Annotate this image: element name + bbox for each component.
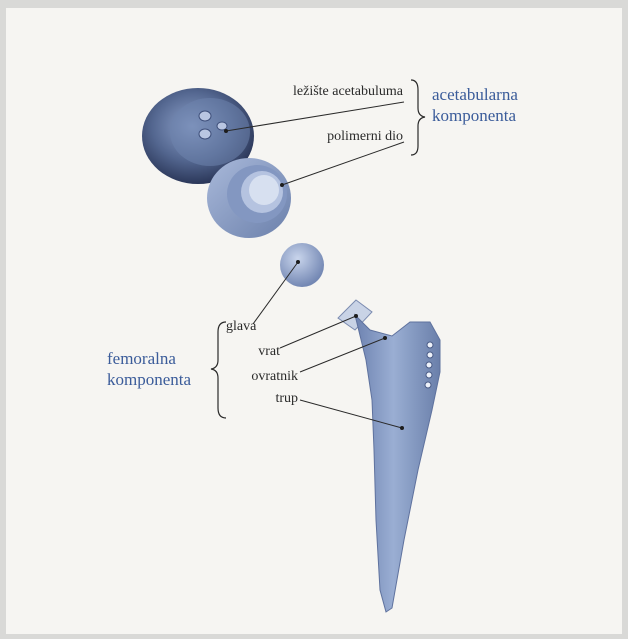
label-trup: trup [275, 391, 298, 406]
label-ovratnik: ovratnik [251, 369, 298, 384]
femoral-head [280, 243, 324, 287]
group-acetabularna-line1: acetabularna [432, 85, 518, 104]
label-glava: glava [226, 319, 257, 334]
group-femoralna-line2: komponenta [107, 370, 191, 389]
group-acetabularna-line2: komponenta [432, 106, 516, 125]
group-femoralna-line1: femoralna [107, 349, 176, 368]
label-lezaste-acetabuluma: ležište acetabuluma [293, 84, 404, 99]
paper-background [6, 8, 622, 634]
polymer-liner [207, 158, 291, 238]
label-vrat: vrat [258, 344, 280, 359]
label-polimerni-dio: polimerni dio [327, 129, 403, 144]
